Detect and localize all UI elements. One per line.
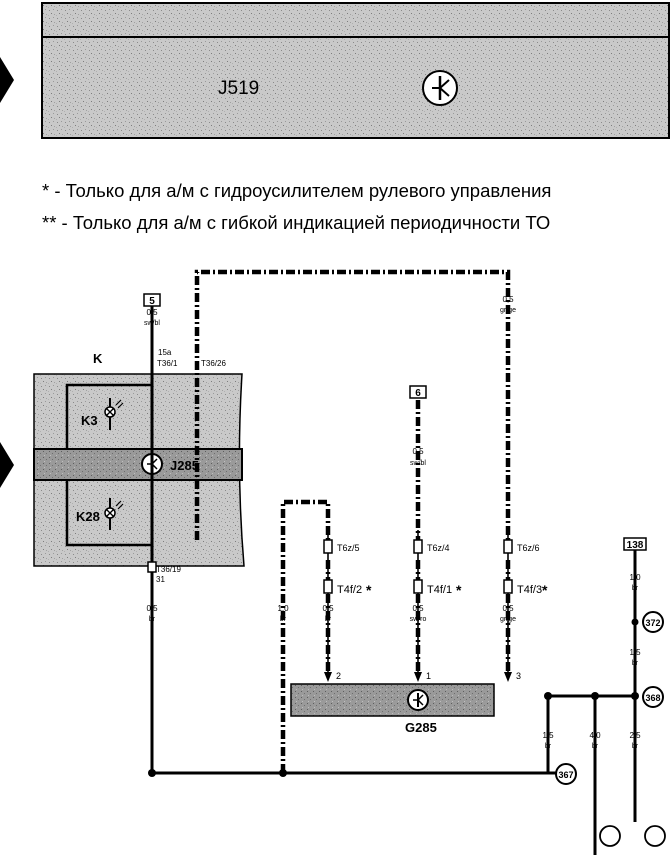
w6-color: sw/bl [410, 460, 426, 467]
splice-ground-a [544, 692, 552, 700]
conn-t6z-6: T6z/6 [517, 543, 540, 553]
connector-symbols [147, 539, 513, 594]
ground-point-372-label: 372 [645, 618, 660, 628]
ground-point-368-label: 368 [645, 693, 660, 703]
ground-point-372 [642, 611, 664, 633]
j519-control-unit-icon [422, 70, 458, 106]
ref-box-138 [623, 537, 647, 551]
g285-sensor-icon [407, 689, 429, 711]
wp1-gauge: 0,5 [412, 604, 424, 613]
wire-labels: 0,5 sw/bl 0,5 gr/ge 0,5 sw/bl 0,5 br 1,0… [144, 295, 641, 750]
wg2-gauge: 4,0 [589, 731, 601, 740]
footnote-service-interval: ** - Только для а/м с гибкой индикацией … [42, 212, 551, 233]
conn-t4f-1: T4f/1 [427, 584, 452, 596]
w5-gauge: 0,5 [146, 308, 158, 317]
wg2-color: br [592, 743, 599, 750]
conn-t6z-4: T6z/4 [427, 543, 450, 553]
conn-t4f-3: T4f/3 [517, 584, 542, 596]
k3-frame [65, 383, 152, 449]
wg1-gauge: 1,5 [542, 731, 554, 740]
w138-color: br [632, 585, 639, 592]
wb1-gauge: 1,5 [629, 648, 641, 657]
j285-label: J285 [170, 458, 199, 473]
k28-lamp-icon [104, 500, 124, 519]
ground-point-368 [642, 686, 664, 708]
g285-label: G285 [405, 720, 437, 735]
wp1-color: sw/ro [410, 616, 427, 623]
w6-gauge: 0,5 [412, 447, 424, 456]
conn-t6z-5: T6z/5 [337, 543, 360, 553]
ref-box-138-label: 138 [627, 540, 644, 551]
sensor-pin-arrows [324, 672, 512, 682]
wg1-color: br [545, 743, 552, 750]
wloop-color: br [280, 616, 287, 623]
j285-band [33, 448, 243, 481]
splice-372 [631, 618, 639, 626]
wp3-color: gr/ge [500, 616, 516, 623]
ref-box-5 [143, 293, 161, 307]
earth-terminal-2 [644, 825, 666, 847]
g285-pin-1: 1 [426, 671, 431, 681]
conn-t4f-1-mark: * [456, 582, 462, 598]
wtop-color: gr/ge [500, 307, 516, 314]
solid-wires [150, 306, 637, 855]
splice-ground-c [631, 692, 639, 700]
wk31-color: br [149, 616, 156, 623]
earth-terminal-1 [599, 825, 621, 847]
wk31-gauge: 0,5 [146, 604, 158, 613]
ground-point-367-label: 367 [558, 770, 573, 780]
wp2-gauge: 0,5 [322, 604, 334, 613]
ref-box-6-label: 6 [415, 388, 421, 399]
ground-point-367 [555, 763, 577, 785]
conn-t4f-2: T4f/2 [337, 584, 362, 596]
pin-t36-1: T36/1 [157, 359, 178, 368]
conn-t4f-3-mark: * [542, 582, 548, 598]
j519-module [41, 2, 670, 139]
k3-lamp-icon [104, 399, 124, 418]
k3-label: K3 [81, 413, 98, 428]
wp3-gauge: 0,5 [502, 604, 514, 613]
pin-t36-19: T36/19 [156, 565, 181, 574]
wg3-gauge: 2,5 [629, 731, 641, 740]
w138-gauge: 1,0 [629, 573, 641, 582]
ref-box-6 [409, 385, 427, 399]
wp2-color: br [325, 616, 332, 623]
ref-box-5-label: 5 [149, 296, 155, 307]
w5-color: sw/bl [144, 320, 160, 327]
k28-frame [65, 480, 152, 547]
j519-label: J519 [218, 78, 259, 99]
g285-pin-2: 2 [336, 671, 341, 681]
conn-t4f-2-mark: * [366, 582, 372, 598]
wtop-gauge: 0,5 [502, 295, 514, 304]
splice-ground-b [591, 692, 599, 700]
splice-loop [279, 769, 287, 777]
cluster-label: K [93, 351, 103, 366]
wloop-gauge: 1,0 [277, 604, 289, 613]
continuation-arrow-cluster [0, 442, 14, 488]
pin-t36-26: T36/26 [201, 359, 226, 368]
pin-15a: 15a [158, 348, 172, 357]
k28-label: K28 [76, 509, 100, 524]
splice-left [148, 769, 156, 777]
wg3-color: br [632, 743, 639, 750]
wb1-color: br [632, 660, 639, 667]
g285-pin-3: 3 [516, 671, 521, 681]
footnote-power-steering: * - Только для а/м с гидроусилителем рул… [42, 180, 552, 201]
continuation-arrow-top [0, 57, 14, 103]
pin-31: 31 [156, 575, 165, 584]
g285-sensor [290, 683, 495, 717]
